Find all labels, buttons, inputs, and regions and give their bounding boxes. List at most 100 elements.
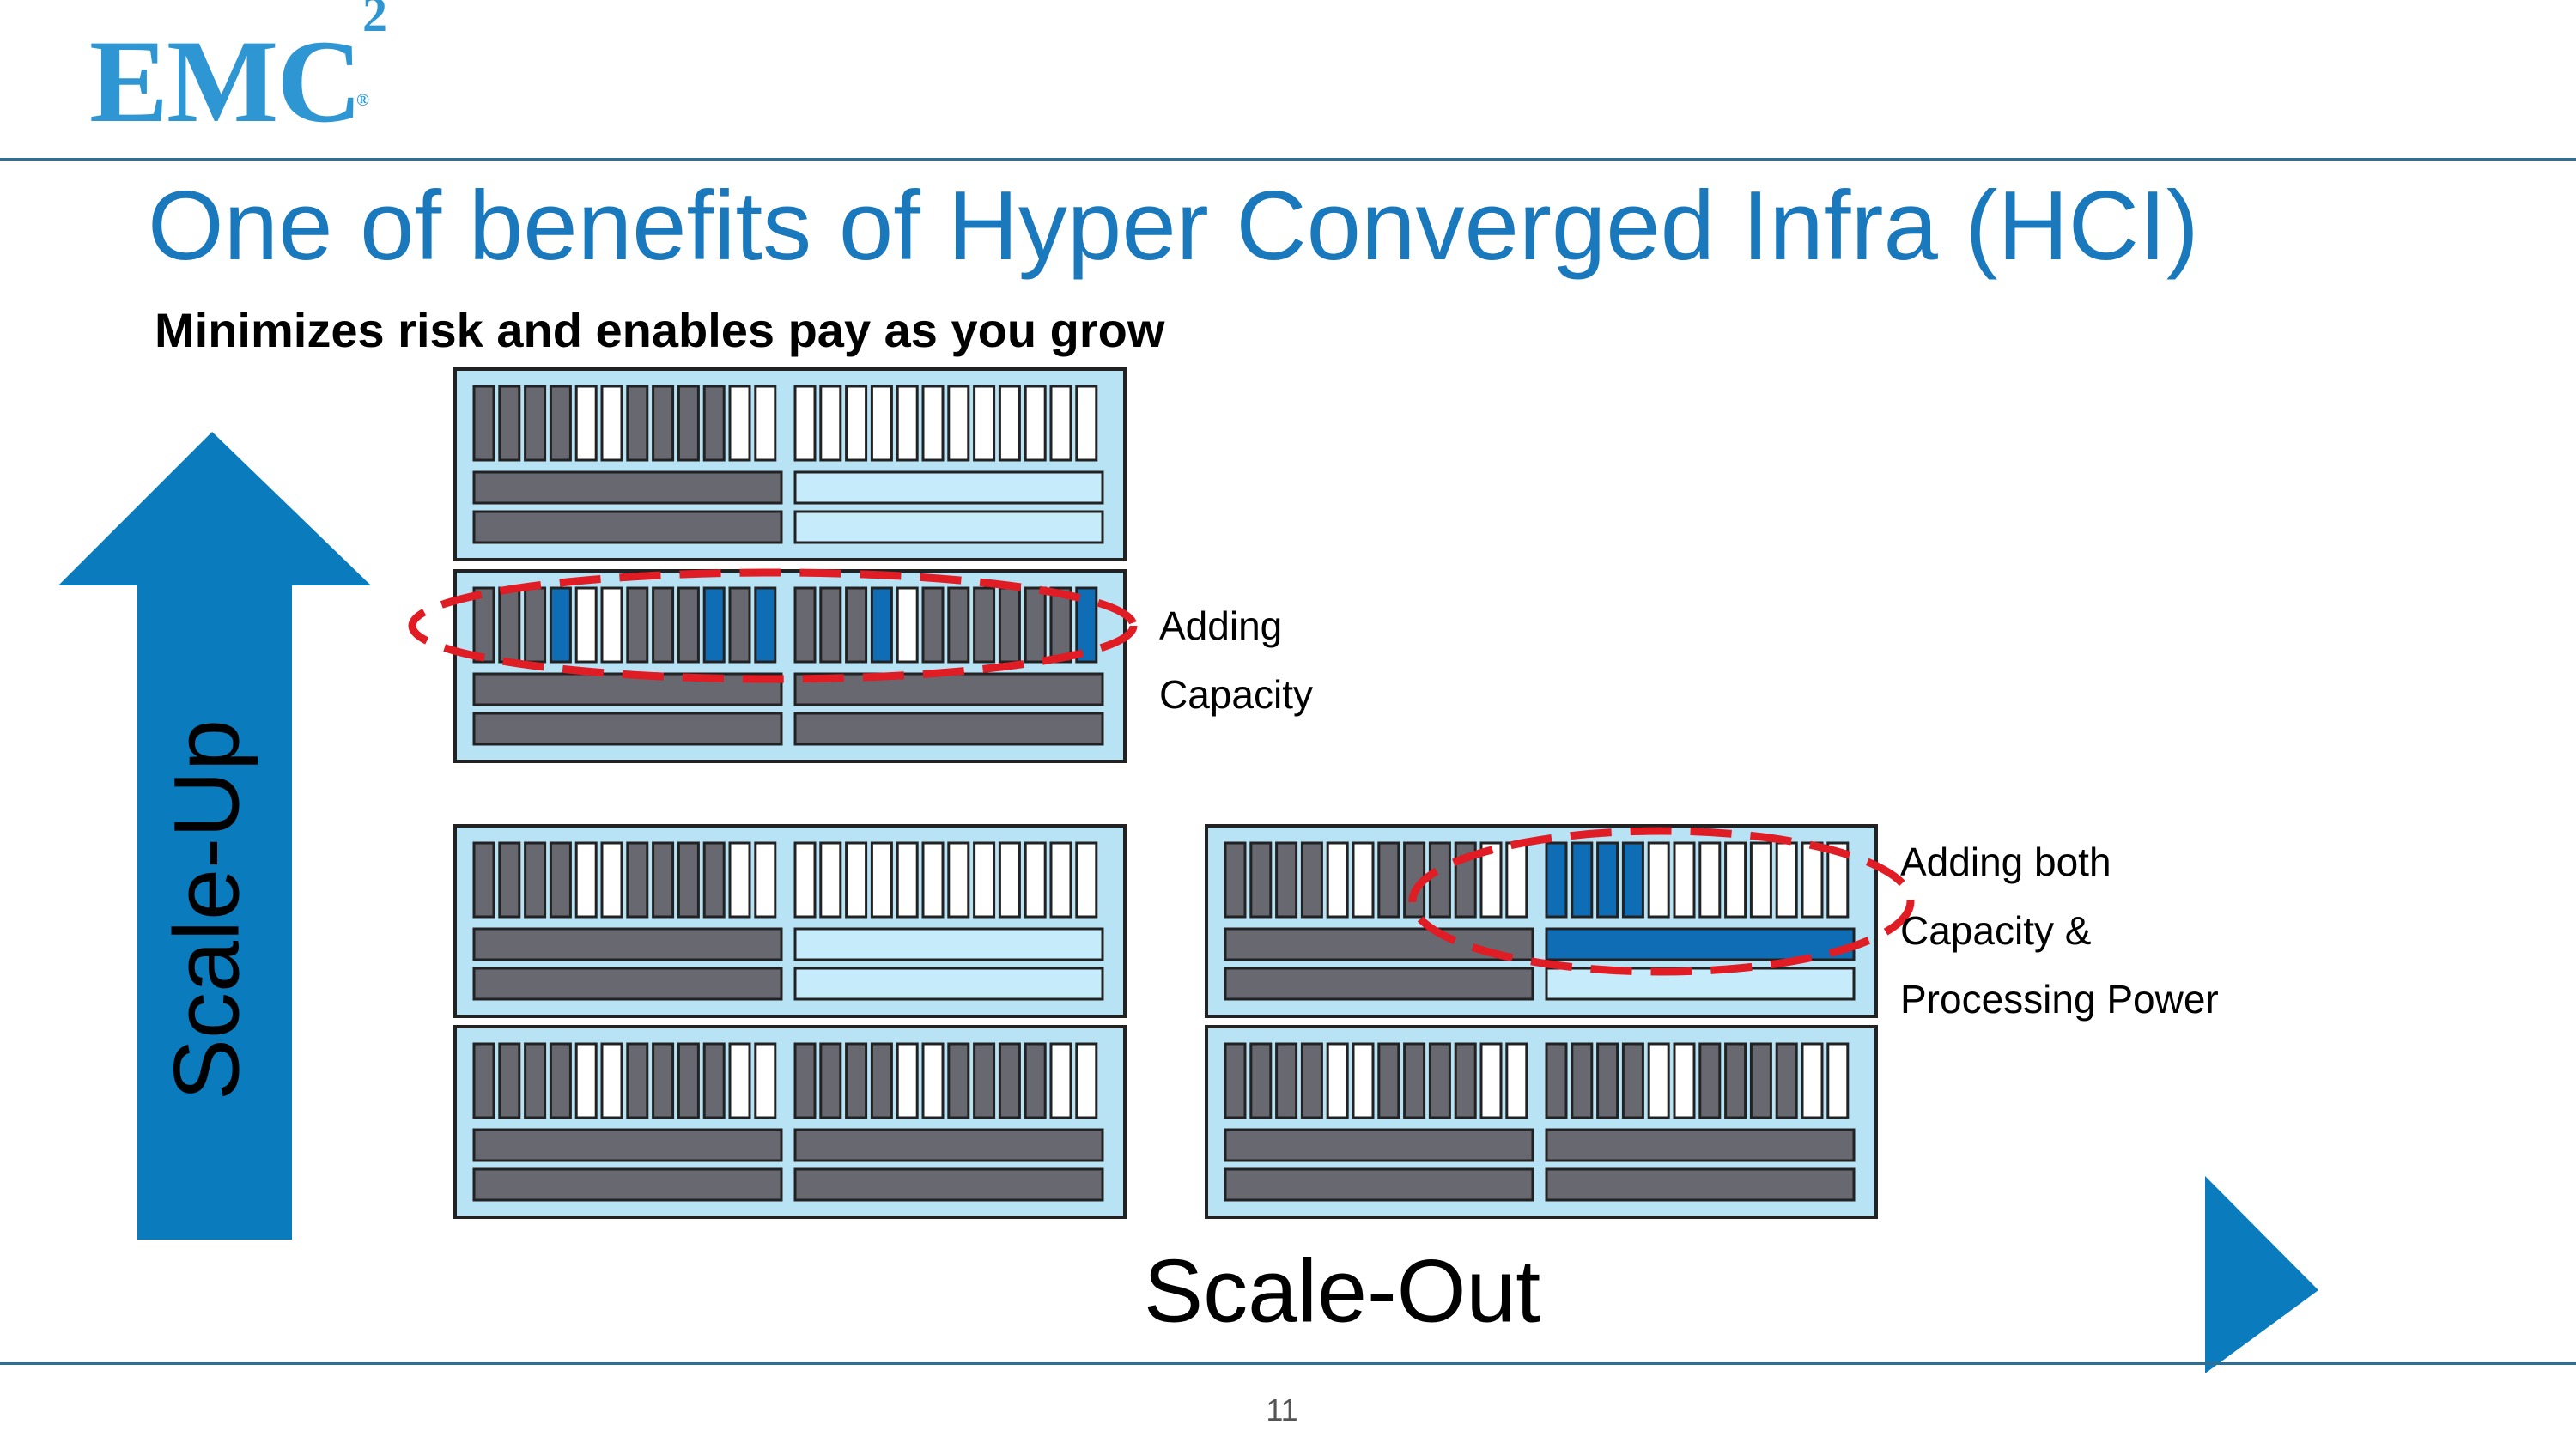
drive-bay [626, 841, 649, 919]
drive-bay [998, 586, 1021, 664]
drive-bay [549, 385, 572, 462]
drive-bay [702, 1042, 726, 1119]
drive-bay [652, 841, 675, 919]
drive-bay [819, 385, 842, 462]
drive-bay [819, 841, 842, 919]
drive-bay [1049, 841, 1072, 919]
drive-bay [1075, 841, 1098, 919]
drive-bay [1024, 841, 1047, 919]
drive-bay [947, 841, 970, 919]
drive-bay [1698, 841, 1722, 919]
module-bar [472, 927, 783, 961]
drive-bay [1647, 841, 1670, 919]
drive-bay [1275, 841, 1298, 919]
emc-logo: EMC2® [89, 0, 387, 141]
drive-bay [1647, 1042, 1670, 1119]
drive-bay [1479, 1042, 1503, 1119]
drive-bay [845, 385, 868, 462]
scale-up-arrow [58, 432, 371, 1240]
drive-bay [973, 385, 996, 462]
drive-bay [1352, 841, 1375, 919]
drive-bay [1326, 841, 1349, 919]
drive-bay [1024, 586, 1047, 664]
drive-bay [896, 1042, 919, 1119]
drive-bay [1326, 1042, 1349, 1119]
drive-bay [998, 1042, 1021, 1119]
module-bar [472, 712, 783, 746]
callout-line: Processing Power [1900, 977, 2219, 1022]
drive-bay [626, 385, 649, 462]
drive-bay [1826, 1042, 1850, 1119]
drive-bay [1249, 1042, 1273, 1119]
drive-bay [549, 586, 572, 664]
drive-bay [1621, 1042, 1644, 1119]
scale-out-label: Scale-Out [1143, 1241, 1541, 1342]
drive-bay [652, 1042, 675, 1119]
drive-bay [1024, 385, 1047, 462]
callout-line: Capacity & [1900, 908, 2092, 953]
drive-bay [1075, 385, 1098, 462]
drive-bay [1075, 1042, 1098, 1119]
drive-bay [600, 1042, 623, 1119]
module-bar [472, 1167, 783, 1202]
drive-bay [754, 385, 777, 462]
adding-both-callout: Adding both Capacity & Processing Power [1900, 828, 2219, 1034]
module-bar [1224, 1128, 1534, 1162]
drive-bay [1352, 1042, 1375, 1119]
drive-bay [1596, 1042, 1619, 1119]
drive-bay [574, 841, 598, 919]
drive-bay [947, 586, 970, 664]
drive-bay [600, 385, 623, 462]
drive-bay [524, 385, 547, 462]
module-bar [472, 510, 783, 544]
drive-bay [574, 586, 598, 664]
module-bar [793, 470, 1104, 505]
drive-bay [1596, 841, 1619, 919]
drive-bay [728, 1042, 751, 1119]
drive-bay [1049, 385, 1072, 462]
drive-bay [1075, 586, 1098, 664]
server-node [1205, 1025, 1878, 1219]
callout-line: Adding both [1900, 840, 2111, 884]
drive-bay [973, 841, 996, 919]
drive-bay [921, 586, 945, 664]
page-title: One of benefits of Hyper Converged Infra… [148, 172, 2199, 281]
server-node [453, 569, 1127, 763]
drive-bay [1545, 1042, 1568, 1119]
drive-bay [600, 841, 623, 919]
drive-bay [1505, 1042, 1528, 1119]
drive-bay [1377, 1042, 1400, 1119]
drive-bay [1049, 1042, 1072, 1119]
drive-bay [728, 385, 751, 462]
callout-line: Adding [1159, 603, 1283, 648]
drive-bay [845, 1042, 868, 1119]
logo-registered-mark: ® [355, 91, 369, 110]
drive-bay [1403, 1042, 1426, 1119]
drive-bay [870, 385, 893, 462]
drive-bay [1826, 841, 1850, 919]
drive-bay [702, 586, 726, 664]
module-bar [1545, 1128, 1856, 1162]
drive-bay [1801, 841, 1824, 919]
drive-bay [896, 385, 919, 462]
drive-bay [870, 841, 893, 919]
drive-bay [754, 841, 777, 919]
drive-bay [973, 1042, 996, 1119]
drive-bay [472, 586, 495, 664]
drive-bay [626, 1042, 649, 1119]
drive-bay [973, 586, 996, 664]
module-bar [472, 470, 783, 505]
drive-bay [524, 586, 547, 664]
module-bar [793, 1128, 1104, 1162]
drive-bay [1545, 841, 1568, 919]
drive-bay [498, 586, 521, 664]
drive-bay [754, 1042, 777, 1119]
drive-bay [793, 1042, 817, 1119]
server-node [453, 1025, 1127, 1219]
drive-bay [921, 841, 945, 919]
drive-bay [498, 841, 521, 919]
drive-bay [524, 1042, 547, 1119]
drive-bay [1428, 841, 1451, 919]
server-node [1205, 824, 1878, 1018]
